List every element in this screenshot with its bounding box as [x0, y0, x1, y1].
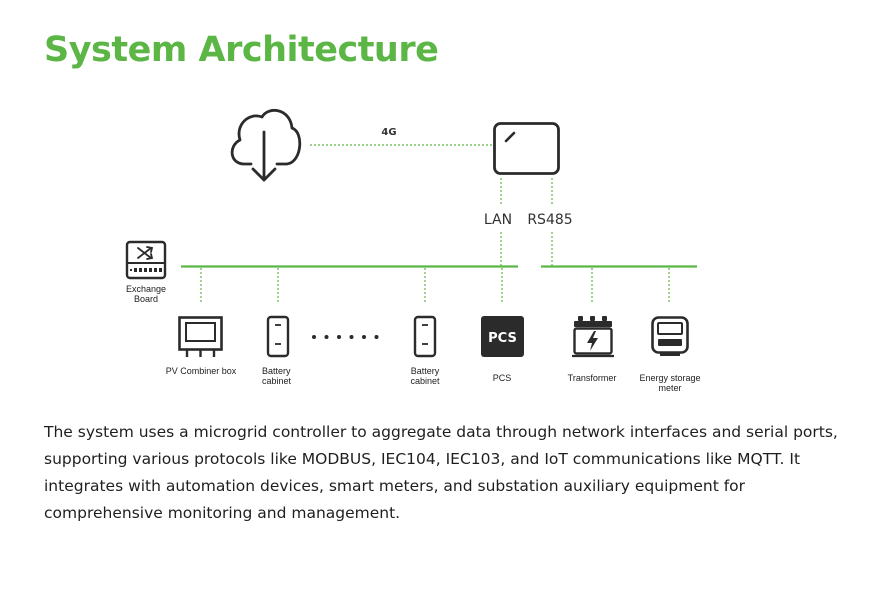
pv-combiner-icon: [178, 316, 223, 357]
battery-cabinet-2-label-line2: cabinet: [410, 376, 440, 386]
battery-cabinet-2-label-line1: Battery: [411, 366, 440, 376]
battery-cabinet-1-label-line1: Battery: [262, 366, 291, 376]
controller-screen-icon: [493, 122, 560, 175]
transformer-icon: [572, 316, 614, 358]
cloud-download-icon: [230, 108, 302, 182]
pcs-icon: PCS: [481, 316, 524, 357]
description-text: The system uses a microgrid controller t…: [44, 423, 838, 522]
battery-cabinet-1-label-line2: cabinet: [262, 376, 292, 386]
pcs-label: PCS: [493, 373, 512, 383]
link-lan-label: LAN: [484, 212, 512, 228]
switch-icon: [125, 240, 167, 280]
meter-label-line2: meter: [658, 383, 681, 393]
more-devices-ellipsis: [312, 335, 379, 339]
battery-icon: [266, 315, 290, 358]
link-rs485-label: RS485: [527, 212, 572, 228]
pv-combiner-label: PV Combiner box: [166, 366, 237, 376]
transformer-label: Transformer: [568, 373, 617, 383]
exchange-board-label-line1: Exchange: [126, 284, 166, 294]
pcs-badge-text: PCS: [488, 331, 517, 346]
meter-icon: [651, 316, 689, 356]
page-title: System Architecture: [44, 30, 439, 70]
meter-label-line1: Energy storage: [639, 373, 700, 383]
battery-icon: [413, 315, 437, 358]
exchange-board-label-line2: Board: [134, 294, 158, 304]
connection-lines: [181, 144, 697, 303]
link-4g-label: 4G: [381, 127, 396, 138]
